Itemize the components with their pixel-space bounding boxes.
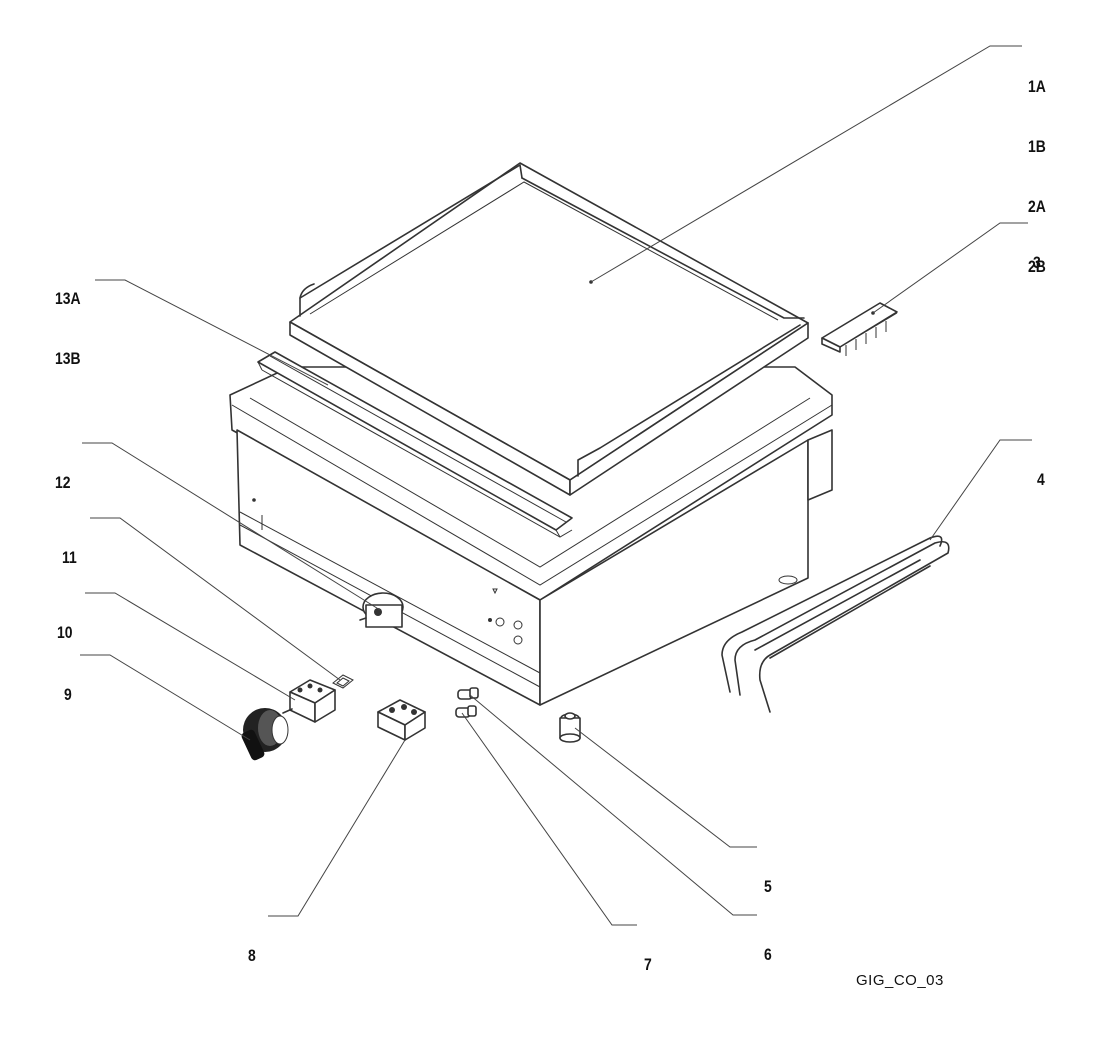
leader-lines (80, 45, 1032, 926)
callout-line: 7 (644, 955, 652, 974)
callout-line: 5 (764, 877, 772, 896)
callout-line: 4 (1037, 470, 1045, 489)
rotary-switch (282, 679, 336, 723)
thermostat-bracket (332, 674, 354, 689)
callout-11: 11 (62, 508, 77, 588)
safety-thermostat (377, 699, 426, 741)
callout-line: 12 (55, 473, 71, 492)
callout-line: 1B (1028, 137, 1046, 156)
callout-7: 7 (644, 915, 652, 995)
indicator-lights (455, 687, 479, 718)
callout-line: 2A (1028, 197, 1046, 216)
callout-line: 10 (57, 623, 73, 642)
callout-line: 11 (62, 548, 77, 567)
callout-3: 3 (1033, 213, 1041, 293)
callout-line: 6 (764, 945, 772, 964)
callout-8: 8 (248, 906, 256, 986)
terminal-block (821, 302, 898, 356)
drawing-code: GIG_CO_03 (856, 972, 944, 989)
callout-line: 8 (248, 946, 256, 965)
control-knob (241, 708, 289, 761)
callout-9: 9 (64, 645, 72, 725)
griddle-plate (289, 162, 809, 496)
callout-5: 5 (764, 837, 772, 917)
callout-line: 3 (1033, 253, 1041, 272)
callout-line: 13B (55, 349, 81, 368)
adjustable-foot (559, 712, 581, 743)
callout-line: 13A (55, 289, 81, 308)
callout-1: 1A 1B 2A 2B (1028, 37, 1046, 297)
callout-12: 12 (55, 433, 71, 513)
callout-line: 2B (1028, 257, 1046, 276)
callout-6: 6 (764, 905, 772, 985)
callout-13: 13A 13B (55, 249, 81, 389)
callout-line: 1A (1028, 77, 1046, 96)
grease-channel (257, 351, 573, 538)
thermostat (359, 592, 404, 628)
heating-element (721, 535, 950, 713)
callout-4: 4 (1037, 430, 1045, 510)
callout-line: 9 (64, 685, 72, 704)
callout-10: 10 (57, 583, 73, 663)
